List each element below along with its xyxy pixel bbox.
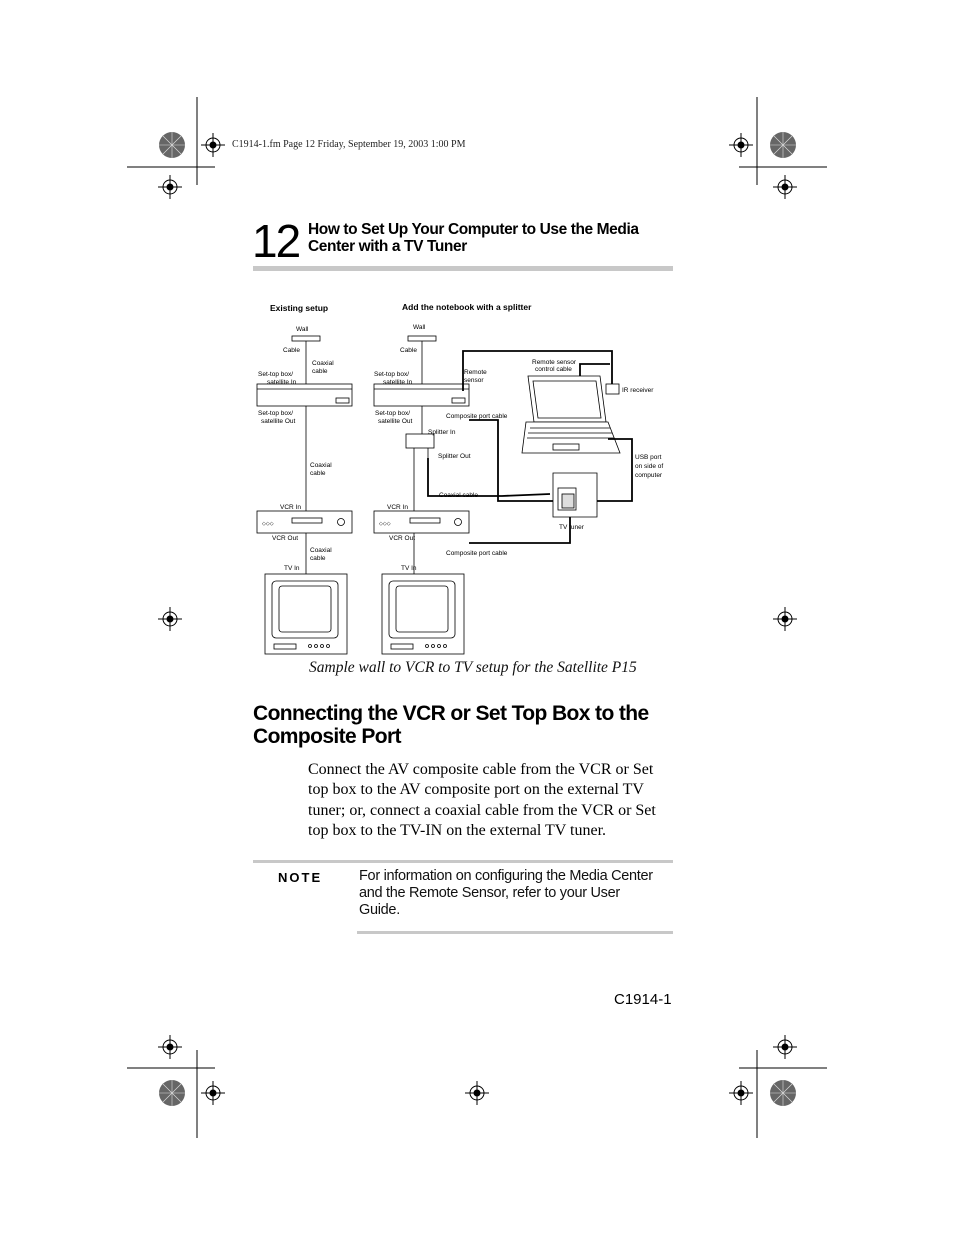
vcr-left bbox=[256, 510, 353, 534]
file-slug: C1914-1.fm Page 12 Friday, September 19,… bbox=[232, 139, 466, 150]
label-vcr-out-left: VCR Out bbox=[272, 535, 298, 542]
svg-text:satellite In: satellite In bbox=[383, 379, 413, 386]
label-wall-left: Wall bbox=[296, 326, 309, 333]
section-title: Connecting the VCR or Set Top Box to the… bbox=[253, 702, 649, 748]
vcr-right bbox=[373, 510, 470, 534]
tv-tuner bbox=[552, 472, 598, 518]
svg-text:◇◇◇: ◇◇◇ bbox=[262, 521, 274, 527]
label-vcr-in-right: VCR In bbox=[387, 504, 408, 511]
svg-text:Remote sensor: Remote sensor bbox=[532, 359, 577, 366]
wall-plate-left bbox=[291, 335, 321, 342]
label-wall-right: Wall bbox=[413, 324, 426, 331]
svg-text:Coaxial: Coaxial bbox=[310, 462, 332, 469]
note-label: NOTE bbox=[278, 870, 323, 885]
ir-receiver bbox=[605, 383, 620, 395]
label-coaxial-inline: Coaxial cable bbox=[439, 492, 478, 499]
label-cable-right: Cable bbox=[400, 347, 417, 354]
settop-box-left bbox=[256, 383, 353, 407]
svg-text:cable: cable bbox=[310, 470, 326, 477]
wall-plate-right bbox=[407, 335, 437, 342]
laptop bbox=[521, 375, 621, 454]
label-vcr-out-right: VCR Out bbox=[389, 535, 415, 542]
settop-box-right bbox=[373, 383, 470, 407]
chapter-title: How to Set Up Your Computer to Use the M… bbox=[308, 221, 639, 255]
svg-text:Set-top box/: Set-top box/ bbox=[258, 410, 293, 417]
body-paragraph: Connect the AV composite cable from the … bbox=[308, 761, 656, 839]
label-composite-top: Composite port cable bbox=[446, 413, 508, 420]
svg-text:computer: computer bbox=[635, 472, 663, 479]
setup-diagram: Existing setup Add the notebook with a s… bbox=[256, 302, 663, 655]
label-cable-left: Cable bbox=[283, 347, 300, 354]
label-tv-in-right: TV In bbox=[401, 565, 417, 572]
svg-text:on side of: on side of bbox=[635, 463, 663, 470]
note-text: For information on configuring the Media… bbox=[359, 868, 653, 918]
svg-text:Set-top box/: Set-top box/ bbox=[258, 371, 293, 378]
splitter bbox=[405, 433, 435, 449]
label-vcr-in-left: VCR In bbox=[280, 504, 301, 511]
svg-text:satellite Out: satellite Out bbox=[378, 418, 413, 425]
footer-code: C1914-1 bbox=[614, 991, 672, 1008]
label-composite-bottom: Composite port cable bbox=[446, 550, 508, 557]
svg-text:cable: cable bbox=[312, 368, 328, 375]
label-splitter-out: Splitter Out bbox=[438, 453, 471, 460]
svg-text:USB port: USB port bbox=[635, 454, 662, 461]
svg-text:sensor: sensor bbox=[464, 377, 484, 384]
right-heading: Add the notebook with a splitter bbox=[402, 302, 532, 312]
left-heading: Existing setup bbox=[270, 303, 328, 313]
label-tv-in-left: TV In bbox=[284, 565, 300, 572]
note-bottom-rule bbox=[357, 931, 673, 934]
title-rule bbox=[253, 266, 673, 271]
svg-text:Set-top box/: Set-top box/ bbox=[374, 371, 409, 378]
svg-text:satellite In: satellite In bbox=[267, 379, 297, 386]
note-top-rule bbox=[253, 860, 673, 863]
svg-text:satellite Out: satellite Out bbox=[261, 418, 296, 425]
svg-text:◇◇◇: ◇◇◇ bbox=[379, 521, 391, 527]
label-tv-tuner: TV tuner bbox=[559, 524, 585, 531]
label-splitter-in: Splitter In bbox=[428, 429, 456, 436]
figure-caption: Sample wall to VCR to TV setup for the S… bbox=[309, 659, 637, 676]
svg-text:Set-top box/: Set-top box/ bbox=[375, 410, 410, 417]
label-ir-receiver: IR receiver bbox=[622, 387, 654, 394]
page-number: 12 bbox=[252, 215, 301, 267]
svg-text:Coaxial: Coaxial bbox=[310, 547, 332, 554]
svg-text:control cable: control cable bbox=[535, 366, 572, 373]
svg-text:Coaxial: Coaxial bbox=[312, 360, 334, 367]
svg-text:cable: cable bbox=[310, 555, 326, 562]
svg-text:Remote: Remote bbox=[464, 369, 487, 376]
